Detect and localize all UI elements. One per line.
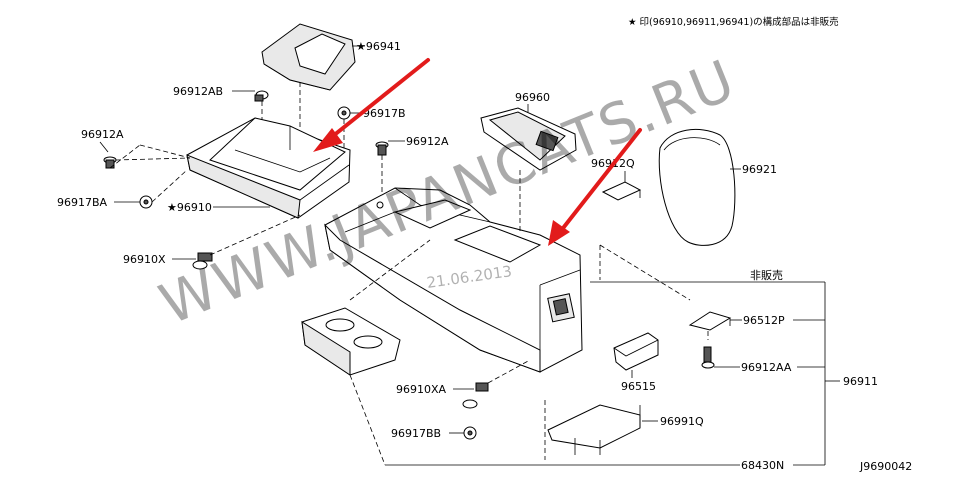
part-96917B-clip[interactable]	[337, 106, 351, 120]
label-96941: ★96941	[356, 40, 401, 53]
part-96515-cover[interactable]	[613, 332, 659, 371]
part-96921-armrest[interactable]	[658, 128, 736, 246]
part-96991Q-bracket[interactable]	[547, 404, 641, 455]
label-96912AA: 96912AA	[741, 361, 792, 374]
label-96921: 96921	[742, 163, 777, 176]
label-96512P: 96512P	[743, 314, 785, 327]
label-96917BA: 96917BA	[57, 196, 108, 209]
label-96912AB: 96912AB	[173, 85, 223, 98]
label-96912A-mid: 96912A	[406, 135, 449, 148]
part-96912A-mid-screw[interactable]	[375, 141, 389, 156]
part-96512P-clip[interactable]	[688, 311, 732, 331]
label-96917B: 96917B	[363, 107, 406, 120]
label-not-sold: 非販売	[750, 269, 783, 282]
part-96917BB-clip[interactable]	[463, 426, 477, 440]
label-96515: 96515	[621, 380, 656, 393]
header-note: ★ 印(96910,96911,96941)の構成部品は非販売	[628, 16, 839, 28]
label-96912A-left: 96912A	[81, 128, 124, 141]
part-96912AB-clip[interactable]	[254, 90, 269, 102]
part-cupholder-box[interactable]	[301, 307, 401, 376]
part-96917BA-clip[interactable]	[139, 195, 153, 209]
label-96911: 96911	[843, 375, 878, 388]
part-96910XA-bolt[interactable]	[462, 382, 489, 409]
diagram-code: J9690042	[859, 460, 912, 473]
label-96910X: 96910X	[123, 253, 166, 266]
part-96912A-left-screw[interactable]	[103, 156, 117, 169]
red-arrow-right	[548, 128, 642, 246]
label-68430N: 68430N	[741, 459, 784, 472]
part-96941-lid[interactable]	[261, 23, 356, 91]
part-96910-box[interactable]	[186, 117, 351, 219]
label-96910XA: 96910XA	[396, 383, 447, 396]
part-96911-console[interactable]	[324, 187, 583, 373]
part-96912AA-screw[interactable]	[701, 346, 715, 369]
label-96960: 96960	[515, 91, 550, 104]
label-96910: ★96910	[167, 201, 212, 214]
label-96917BB: 96917BB	[391, 427, 441, 440]
red-arrow-left	[313, 58, 430, 152]
label-96991Q: 96991Q	[660, 415, 704, 428]
part-96910X-bolt[interactable]	[192, 252, 213, 270]
part-96960-tray[interactable]	[480, 107, 577, 171]
part-96912Q-bracket[interactable]	[601, 181, 642, 201]
